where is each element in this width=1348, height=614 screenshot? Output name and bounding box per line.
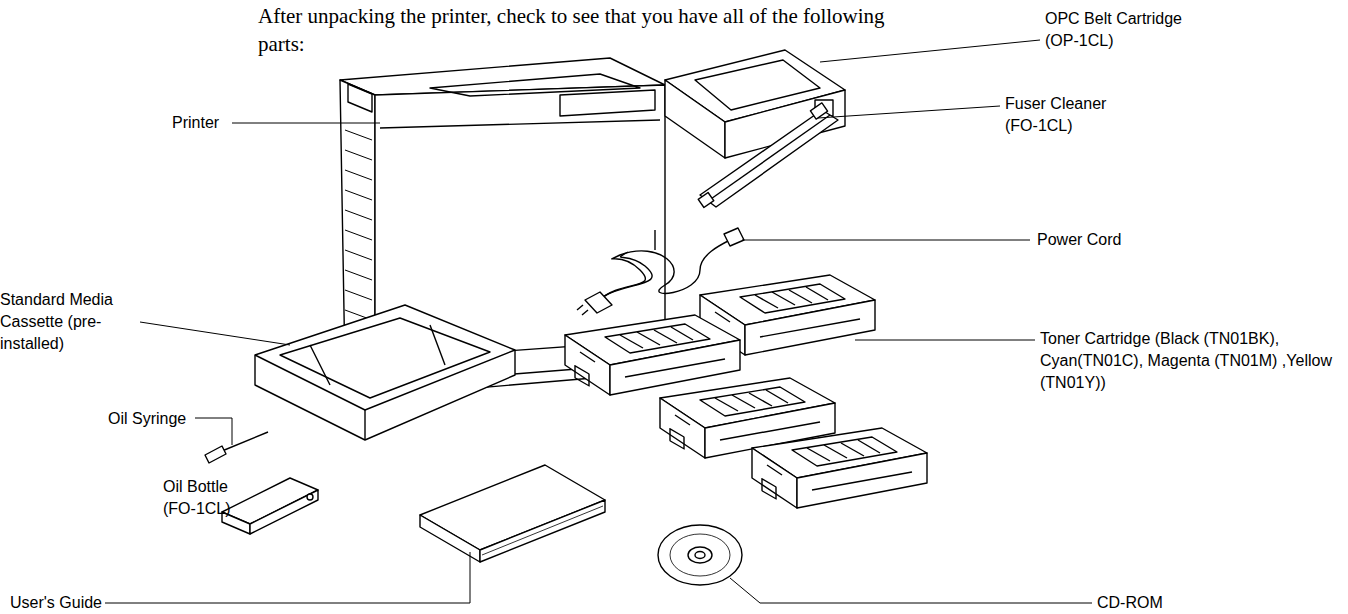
cd-drawing	[658, 525, 742, 585]
oil-bottle-drawing	[222, 478, 318, 534]
opc-belt-drawing	[665, 50, 845, 158]
part-label: User's Guide	[10, 592, 120, 614]
part-label: Power Cord	[1037, 229, 1147, 251]
part-label: Printer	[172, 112, 242, 134]
part-label: Standard Media Cassette (pre-installed)	[0, 289, 128, 355]
leader-lines	[105, 40, 1092, 603]
part-label: Oil Bottle (FO-1CL)	[163, 476, 248, 520]
toner-cartridges-drawing	[565, 275, 927, 508]
book-drawing	[420, 465, 605, 562]
fuser-cleaner-drawing	[698, 103, 838, 208]
intro-text: After unpacking the printer, check to se…	[258, 2, 918, 58]
part-label: CD-ROM	[1097, 592, 1187, 614]
part-label: Toner Cartridge (Black (TN01BK), Cyan(TN…	[1040, 328, 1340, 394]
part-label: Oil Syringe	[108, 408, 203, 430]
part-label: OPC Belt Cartridge (OP-1CL)	[1045, 8, 1200, 52]
part-label: Fuser Cleaner (FO-1CL)	[1005, 93, 1125, 137]
syringe-drawing	[205, 432, 268, 463]
cassette-drawing	[255, 305, 515, 440]
